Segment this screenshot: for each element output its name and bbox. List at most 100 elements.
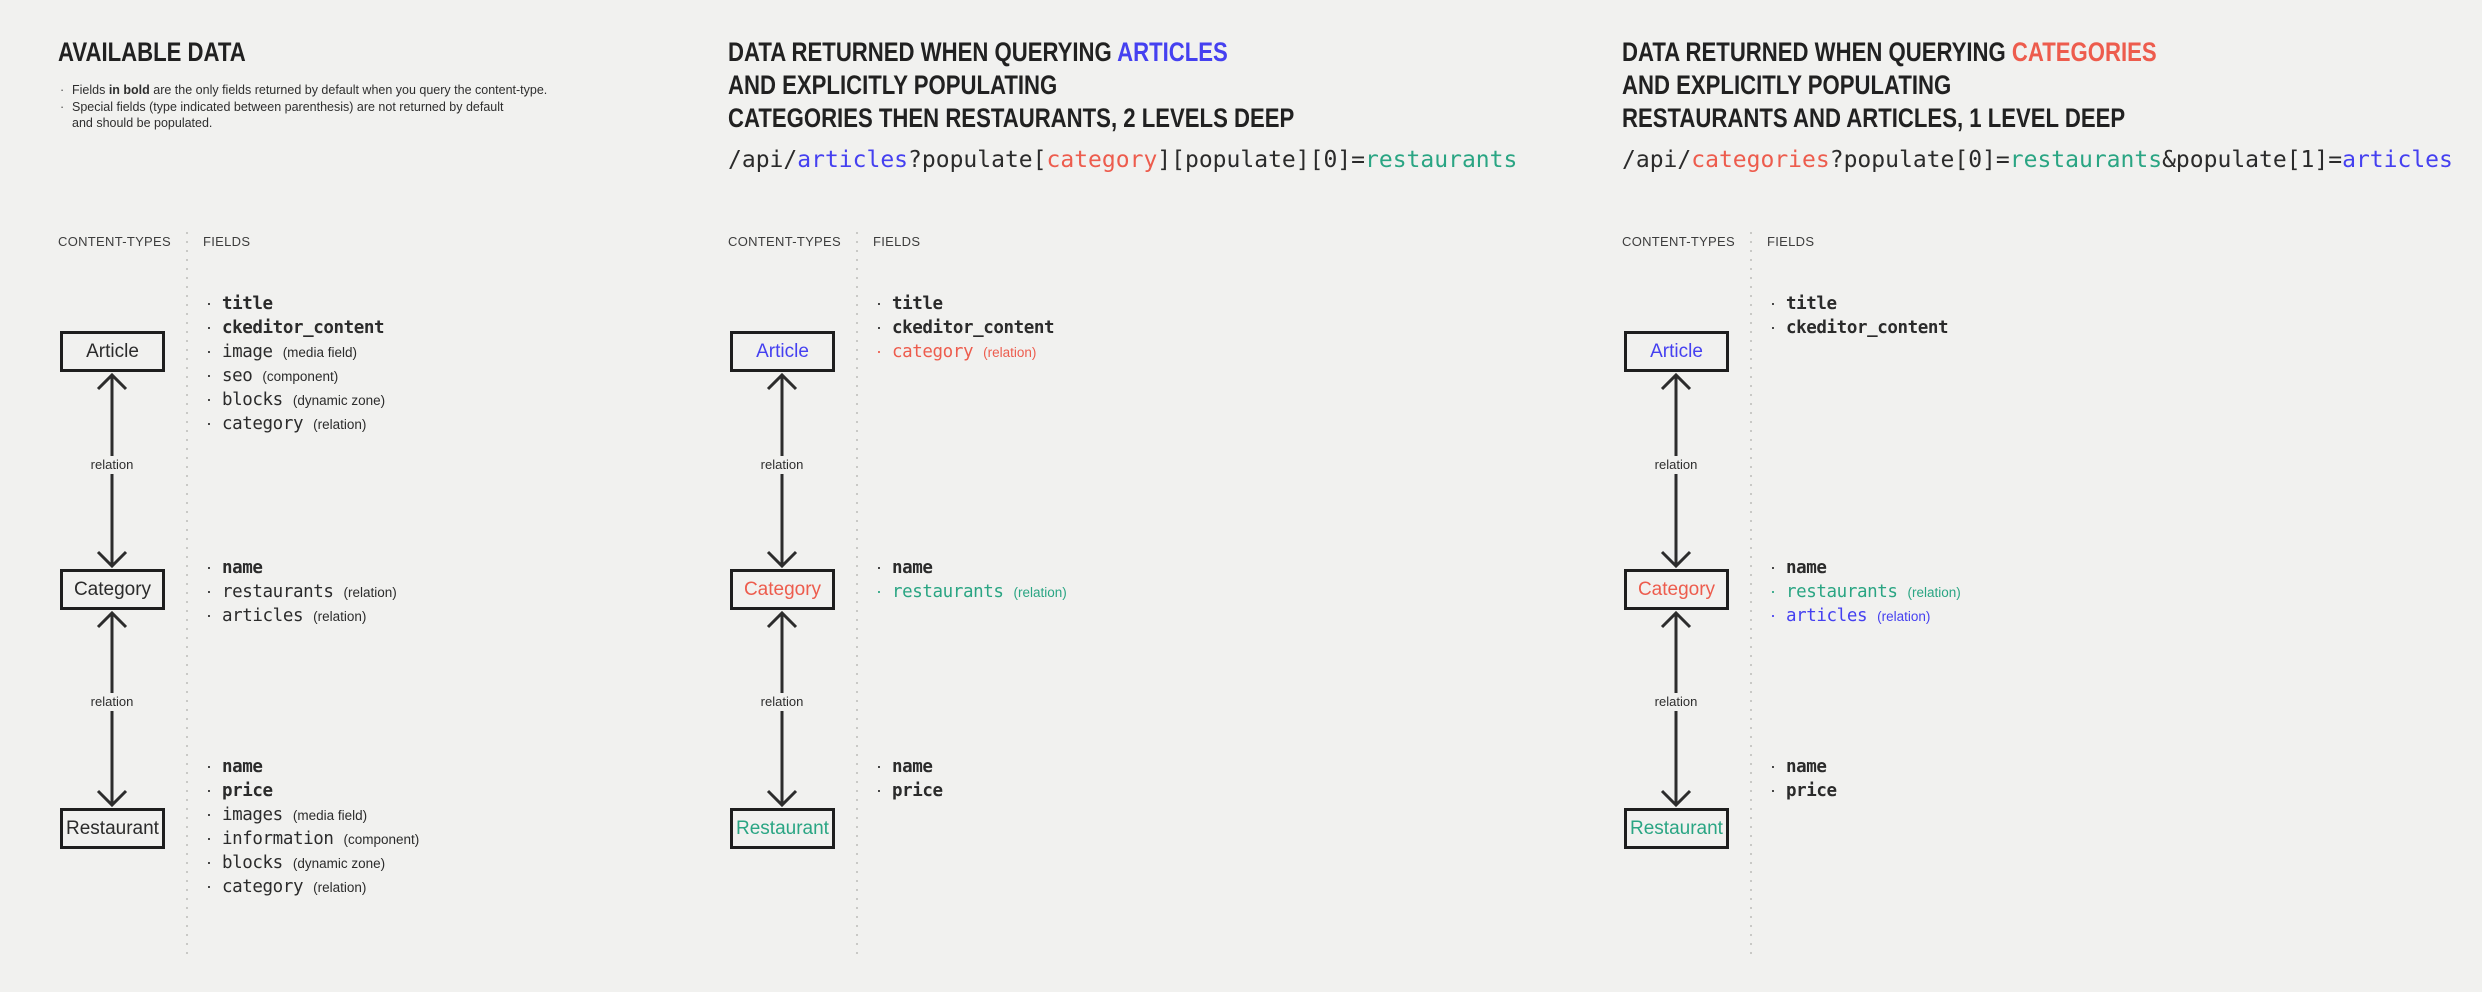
field-item: ·category(relation) bbox=[876, 339, 1054, 363]
relation-label: relation bbox=[78, 693, 146, 711]
field-type-annotation: (relation) bbox=[313, 880, 367, 895]
title-text: RESTAURANTS AND ARTICLES, 1 LEVEL DEEP bbox=[1622, 103, 2126, 133]
field-item: · name bbox=[876, 754, 943, 778]
field-name: category bbox=[222, 414, 304, 434]
field-name: image bbox=[222, 342, 273, 362]
content-types-column-label: CONTENT-TYPES bbox=[58, 234, 171, 249]
field-name: name bbox=[222, 558, 263, 578]
field-item: ·ckeditor_content bbox=[1770, 315, 1949, 339]
content-type-box-restaurant: Restaurant bbox=[60, 808, 165, 849]
bullet-icon: · bbox=[876, 756, 882, 776]
field-type-annotation: (relation) bbox=[1907, 585, 1961, 600]
title-line: AVAILABLE DATA bbox=[58, 36, 246, 69]
field-item: ·price bbox=[876, 778, 943, 802]
field-item: ·blocks(dynamic zone) bbox=[206, 850, 419, 874]
note-item: ·Fields in bold are the only fields retu… bbox=[60, 82, 640, 99]
content-type-box-article: Article bbox=[60, 331, 165, 372]
bullet-icon: · bbox=[206, 557, 212, 577]
title-line: DATA RETURNED WHEN QUERYING CATEGORIES bbox=[1622, 36, 2157, 69]
field-type-annotation: (dynamic zone) bbox=[292, 856, 386, 871]
field-item: · name bbox=[206, 555, 397, 579]
field-item: ·name bbox=[876, 555, 1067, 579]
content-type-label: Category bbox=[1637, 578, 1716, 600]
field-type-annotation: (component) bbox=[343, 832, 420, 847]
code-token-blue: articles bbox=[2342, 147, 2453, 173]
field-name: price bbox=[222, 781, 273, 801]
field-type-annotation: (relation) bbox=[983, 345, 1037, 360]
field-name: title bbox=[222, 294, 273, 314]
bullet-icon: · bbox=[1770, 756, 1776, 776]
code-token-blue: articles bbox=[797, 147, 909, 173]
field-name: seo bbox=[222, 366, 253, 386]
field-item: ·blocks(dynamic zone) bbox=[206, 387, 385, 411]
fields-column-label: FIELDS bbox=[873, 234, 921, 249]
field-name: articles bbox=[222, 606, 304, 626]
relation-label: relation bbox=[1642, 693, 1710, 711]
code-token-green: restaurants bbox=[1365, 147, 1518, 173]
bullet-icon: · bbox=[1770, 293, 1776, 313]
field-name: name bbox=[892, 558, 933, 578]
title-text: CATEGORIES THEN RESTAURANTS, 2 LEVELS DE… bbox=[728, 103, 1295, 133]
field-list-restaurant: ·name·price bbox=[1770, 754, 1837, 802]
bullet-icon: · bbox=[1770, 581, 1776, 601]
code-token: ?populate[ bbox=[908, 147, 1047, 173]
field-list-category: ·name·restaurants(relation) bbox=[876, 555, 1067, 603]
field-list-article: ·title·ckeditor_content bbox=[1770, 291, 1949, 339]
field-name: name bbox=[892, 757, 933, 777]
relation-label: relation bbox=[1642, 456, 1710, 474]
field-list-category: · name · restaurants (relation) ·articles(rel… bbox=[1770, 555, 1961, 627]
code-token-red: category bbox=[1046, 147, 1158, 173]
content-type-label: Article bbox=[86, 340, 139, 362]
column-divider bbox=[186, 232, 188, 955]
content-type-box-article: Article bbox=[730, 331, 835, 372]
bullet-icon: · bbox=[206, 756, 212, 776]
title-text: AND EXPLICITLY POPULATING bbox=[1622, 70, 1952, 100]
field-name: information bbox=[222, 829, 334, 849]
field-list-restaurant: · name·price bbox=[876, 754, 943, 802]
field-type-annotation: (relation) bbox=[343, 585, 397, 600]
field-list-restaurant: ·name·price·images(media field)·informat… bbox=[206, 754, 419, 898]
field-item: ·image(media field) bbox=[206, 339, 385, 363]
content-type-label: Restaurant bbox=[1630, 817, 1723, 839]
field-name: restaurants bbox=[1786, 582, 1898, 602]
content-type-label: Restaurant bbox=[66, 817, 159, 839]
bullet-icon: · bbox=[60, 99, 65, 114]
content-type-label: Article bbox=[756, 340, 809, 362]
field-name: blocks bbox=[222, 390, 283, 410]
note-text: Special fields (type indicated between p… bbox=[72, 99, 504, 131]
field-type-annotation: (relation) bbox=[313, 417, 367, 432]
field-item: ·articles(relation) bbox=[1770, 603, 1961, 627]
code-token: &populate[1]= bbox=[2162, 147, 2343, 173]
field-type-annotation: (relation) bbox=[1013, 585, 1067, 600]
field-list-article: ·title·ckeditor_content·category(relatio… bbox=[876, 291, 1055, 363]
bullet-icon: · bbox=[206, 365, 212, 385]
field-name: category bbox=[892, 342, 974, 362]
field-type-annotation: (component) bbox=[262, 369, 339, 384]
field-name: title bbox=[892, 294, 943, 314]
content-types-column-label: CONTENT-TYPES bbox=[1622, 234, 1735, 249]
code-token: ][populate][0]= bbox=[1157, 147, 1366, 173]
bullet-icon: · bbox=[206, 605, 212, 625]
field-item: ·ckeditor_content bbox=[206, 315, 385, 339]
fields-column-label: FIELDS bbox=[1767, 234, 1815, 249]
api-query-code: /api/articles?populate[category][populat… bbox=[728, 147, 1517, 173]
panel-available-data: AVAILABLE DATA ·Fields in bold are the o… bbox=[58, 0, 708, 992]
field-item: ·name bbox=[206, 754, 419, 778]
fields-column-label: FIELDS bbox=[203, 234, 251, 249]
field-item: ·price bbox=[1770, 778, 1837, 802]
panel-notes: ·Fields in bold are the only fields retu… bbox=[60, 82, 640, 132]
bullet-icon: · bbox=[1770, 605, 1776, 625]
field-name: name bbox=[1786, 558, 1827, 578]
content-type-box-restaurant: Restaurant bbox=[1624, 808, 1729, 849]
content-type-label: Category bbox=[743, 578, 822, 600]
field-item: ·price bbox=[206, 778, 419, 802]
field-item: · seo (component) bbox=[206, 363, 385, 387]
title-line: AND EXPLICITLY POPULATING bbox=[728, 69, 1294, 102]
field-name: category bbox=[222, 877, 304, 897]
bullet-icon: · bbox=[876, 780, 882, 800]
bullet-icon: · bbox=[876, 581, 882, 601]
title-highlight: ARTICLES bbox=[1117, 37, 1228, 67]
code-token-green: restaurants bbox=[2009, 147, 2163, 173]
